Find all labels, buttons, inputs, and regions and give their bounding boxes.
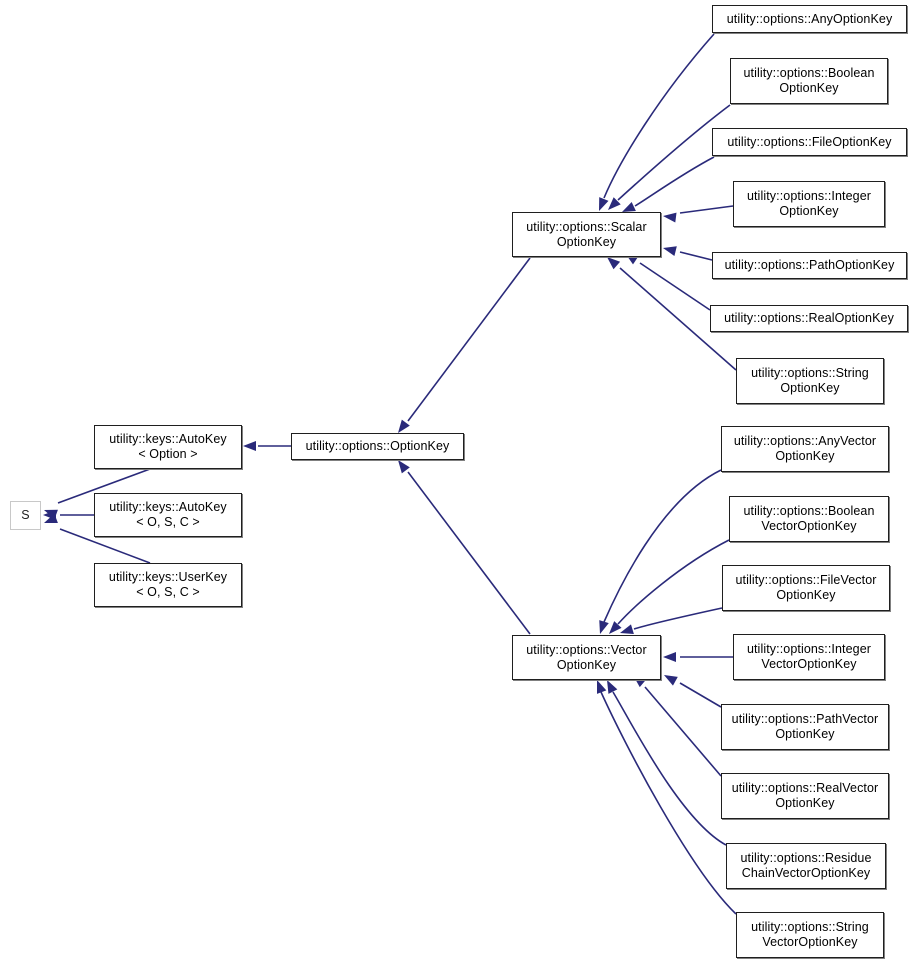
- inheritance-edge-realvector-to-vector: [633, 675, 722, 777]
- class-node-label: utility::options::Vector OptionKey: [526, 642, 647, 672]
- class-node-pathvector[interactable]: utility::options::PathVector OptionKey: [721, 704, 889, 750]
- class-node-label: utility::keys::AutoKey < Option >: [109, 432, 227, 461]
- class-node-file[interactable]: utility::options::FileOptionKey: [712, 128, 907, 156]
- class-node-label: utility::options::RealVector OptionKey: [731, 781, 879, 810]
- inheritance-edge-optionkey-to-autokey_option: [243, 441, 291, 451]
- inheritance-edge-residuechainvector-to-vector: [607, 680, 727, 846]
- class-node-label: S: [21, 508, 30, 522]
- inheritance-edge-any-to-scalar: [599, 33, 715, 211]
- inheritance-edge-string-to-scalar: [607, 257, 737, 371]
- class-node-path[interactable]: utility::options::PathOptionKey: [712, 252, 907, 279]
- class-node-integervector[interactable]: utility::options::Integer VectorOptionKe…: [733, 634, 885, 680]
- class-node-label: utility::options::Boolean OptionKey: [743, 66, 875, 95]
- class-node-label: utility::options::PathVector OptionKey: [731, 712, 879, 741]
- inheritance-edge-integervector-to-vector: [663, 652, 733, 662]
- class-node-anyvector[interactable]: utility::options::AnyVector OptionKey: [721, 426, 889, 472]
- class-node-s[interactable]: S: [10, 501, 41, 530]
- class-node-label: utility::options::Residue ChainVectorOpt…: [740, 851, 872, 880]
- inheritance-edge-booleanvector-to-vector: [609, 539, 730, 634]
- inheritance-edge-file-to-scalar: [622, 156, 715, 212]
- class-node-any[interactable]: utility::options::AnyOptionKey: [712, 5, 907, 33]
- class-node-boolean[interactable]: utility::options::Boolean OptionKey: [730, 58, 888, 104]
- class-node-autokey_osc[interactable]: utility::keys::AutoKey < O, S, C >: [94, 493, 242, 537]
- class-node-label: utility::options::Integer OptionKey: [746, 189, 872, 218]
- class-node-label: utility::options::FileVector OptionKey: [735, 573, 877, 602]
- class-node-label: utility::options::Integer VectorOptionKe…: [746, 642, 872, 671]
- inheritance-edge-path-to-scalar: [663, 246, 713, 261]
- class-node-label: utility::options::Scalar OptionKey: [526, 219, 647, 249]
- inheritance-edge-pathvector-to-vector: [664, 675, 722, 708]
- inheritance-edge-anyvector-to-vector: [599, 469, 722, 634]
- class-node-stringvector[interactable]: utility::options::String VectorOptionKey: [736, 912, 884, 958]
- class-node-userkey_osc[interactable]: utility::keys::UserKey < O, S, C >: [94, 563, 242, 607]
- class-node-label: utility::options::String OptionKey: [751, 366, 869, 395]
- class-node-label: utility::options::String VectorOptionKey: [751, 920, 869, 949]
- inheritance-edge-filevector-to-vector: [620, 607, 723, 634]
- class-node-label: utility::options::AnyVector OptionKey: [733, 434, 877, 463]
- inheritance-edge-vector-to-optionkey: [398, 460, 531, 635]
- class-node-realvector[interactable]: utility::options::RealVector OptionKey: [721, 773, 889, 819]
- class-node-autokey_option[interactable]: utility::keys::AutoKey < Option >: [94, 425, 242, 469]
- inheritance-edge-userkey_osc-to-s: [44, 513, 151, 564]
- class-node-label: utility::options::Boolean VectorOptionKe…: [743, 504, 875, 533]
- class-node-label: utility::options::AnyOptionKey: [726, 11, 893, 26]
- class-node-string[interactable]: utility::options::String OptionKey: [736, 358, 884, 404]
- class-node-integer[interactable]: utility::options::Integer OptionKey: [733, 181, 885, 227]
- class-node-label: utility::options::RealOptionKey: [724, 311, 894, 325]
- class-node-optionkey[interactable]: utility::options::OptionKey: [291, 433, 464, 460]
- inheritance-edge-real-to-scalar: [625, 253, 711, 311]
- inheritance-edge-scalar-to-optionkey: [398, 257, 531, 433]
- class-node-filevector[interactable]: utility::options::FileVector OptionKey: [722, 565, 890, 611]
- class-node-residuechainvector[interactable]: utility::options::Residue ChainVectorOpt…: [726, 843, 886, 889]
- class-node-real[interactable]: utility::options::RealOptionKey: [710, 305, 908, 332]
- class-node-label: utility::keys::AutoKey < O, S, C >: [109, 500, 227, 529]
- inheritance-edge-stringvector-to-vector: [596, 680, 737, 915]
- class-node-scalar[interactable]: utility::options::Scalar OptionKey: [512, 212, 661, 257]
- class-node-label: utility::options::FileOptionKey: [727, 134, 892, 149]
- class-node-booleanvector[interactable]: utility::options::Boolean VectorOptionKe…: [729, 496, 889, 542]
- class-node-label: utility::options::OptionKey: [305, 439, 450, 453]
- inheritance-edge-integer-to-scalar: [663, 205, 734, 223]
- class-node-label: utility::keys::UserKey < O, S, C >: [108, 570, 228, 599]
- inheritance-edge-boolean-to-scalar: [608, 104, 731, 210]
- class-node-vector[interactable]: utility::options::Vector OptionKey: [512, 635, 661, 680]
- class-node-label: utility::options::PathOptionKey: [724, 258, 895, 272]
